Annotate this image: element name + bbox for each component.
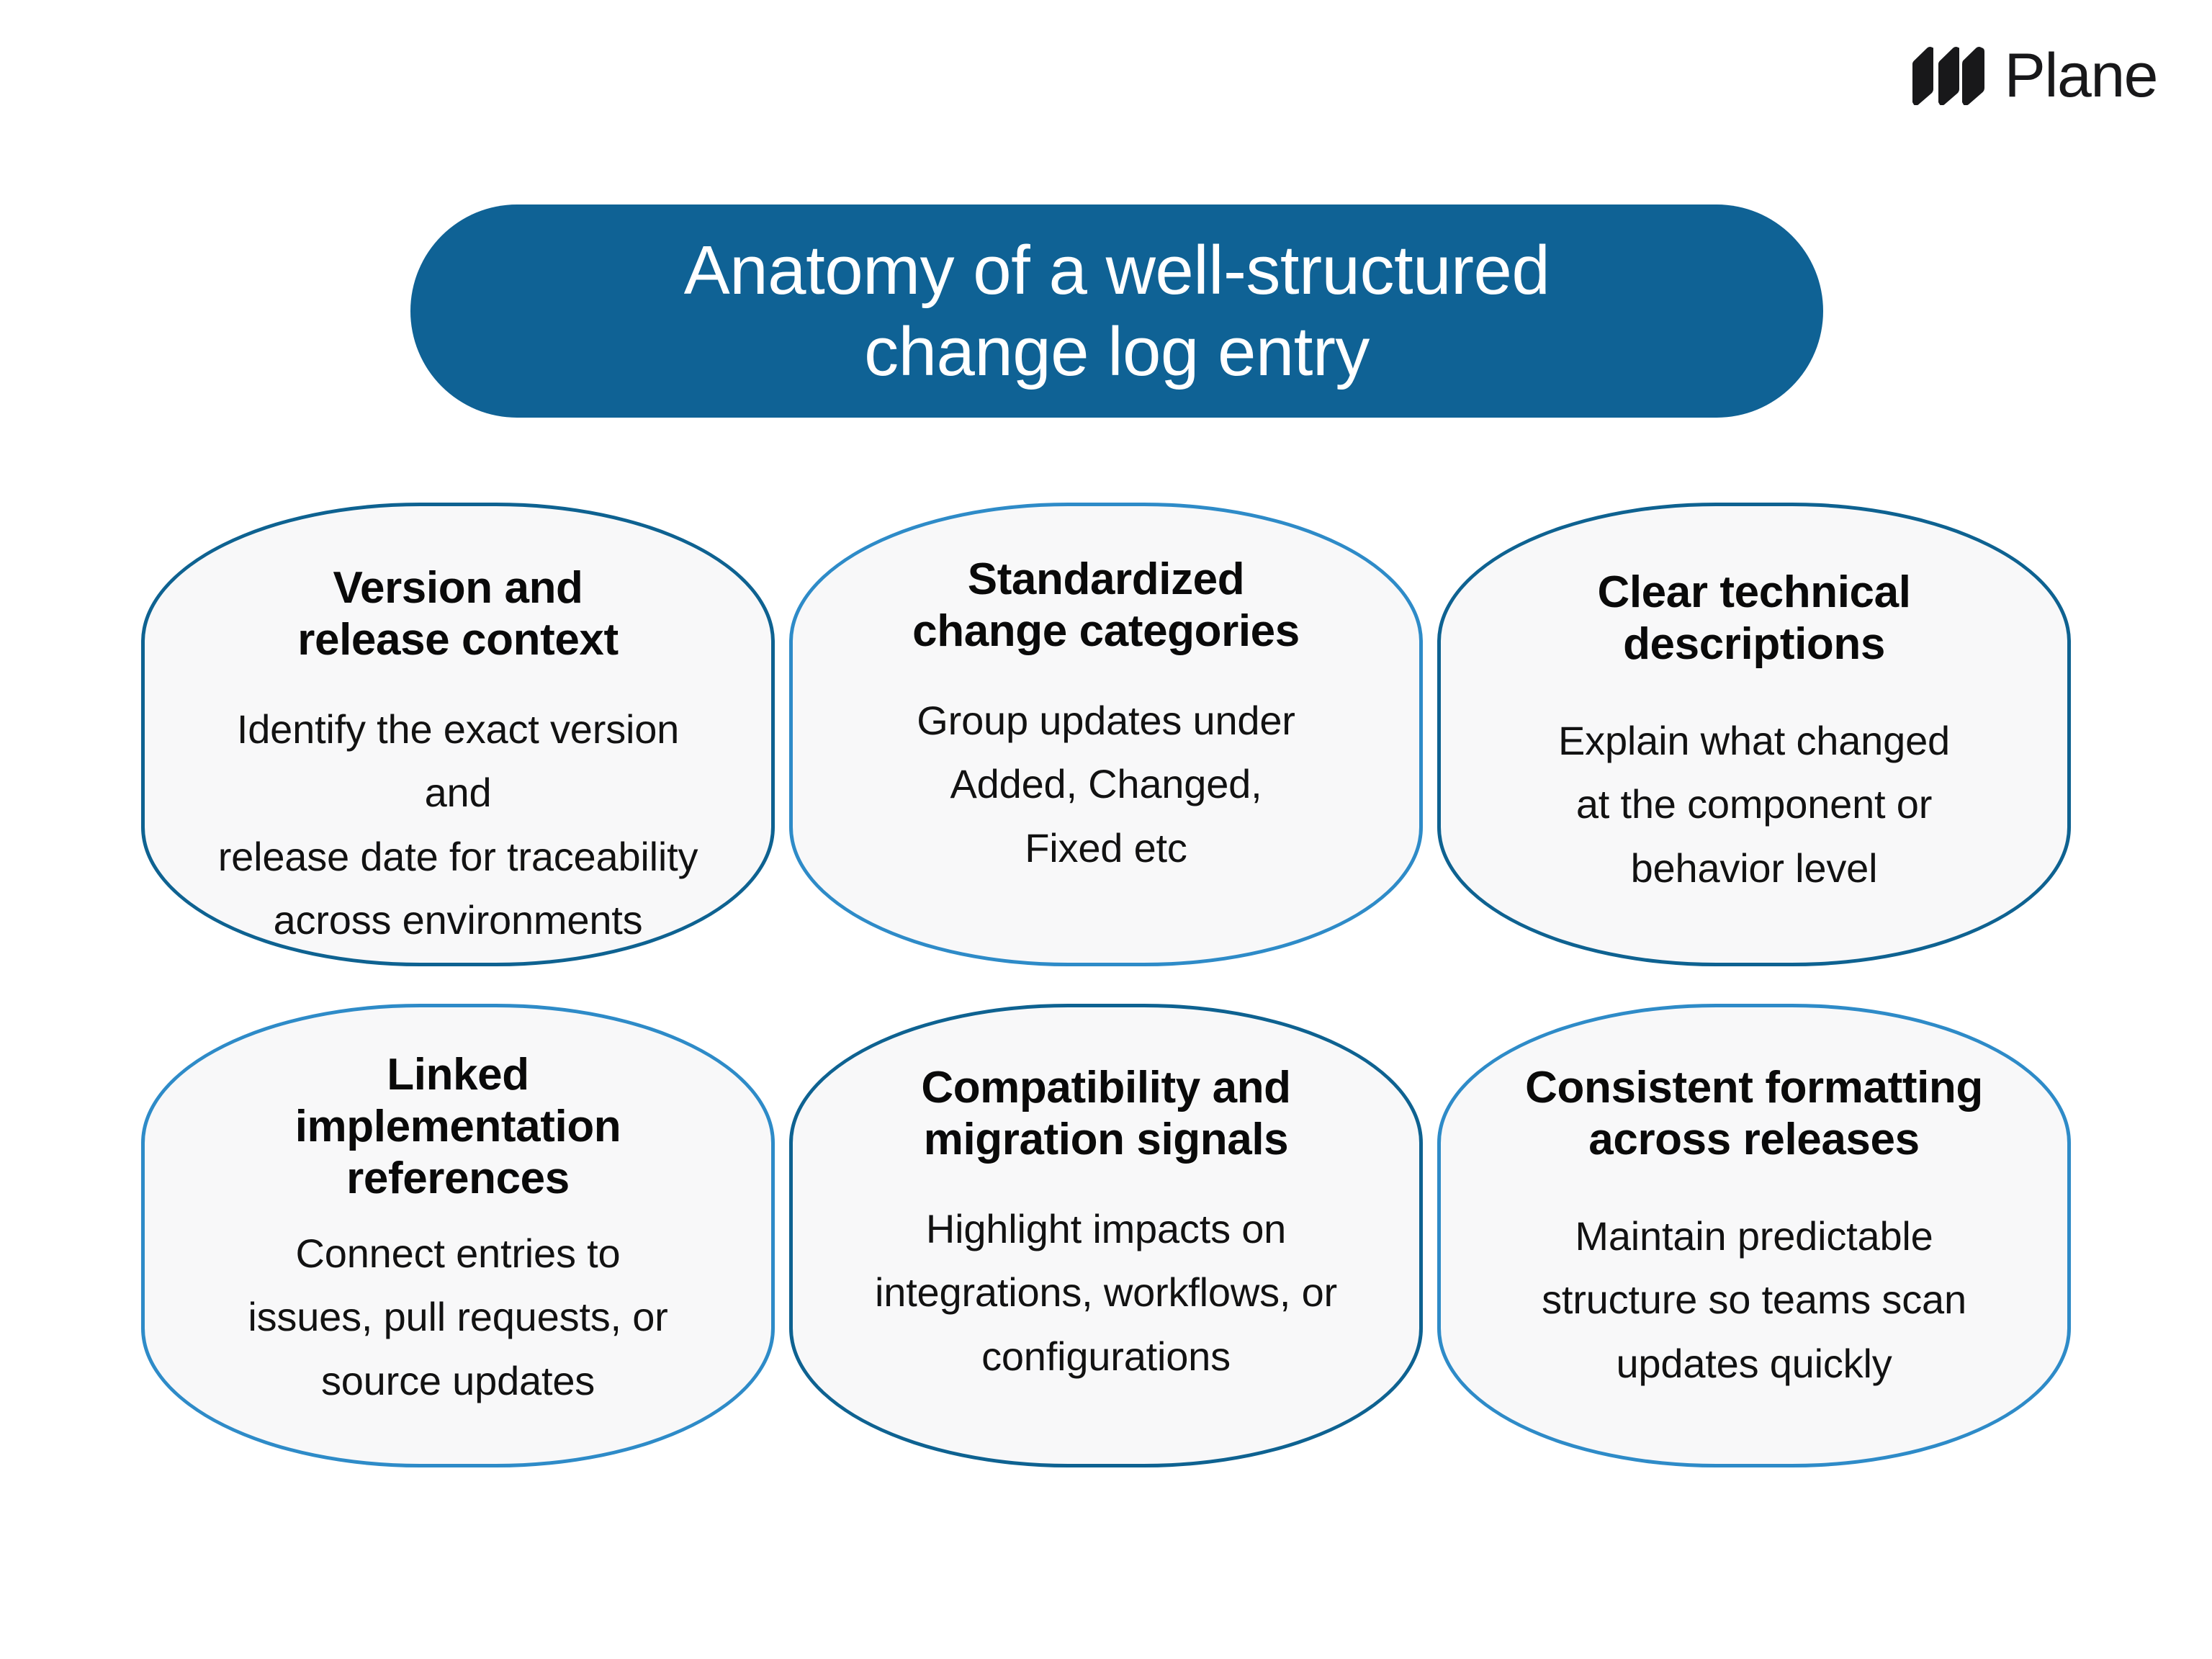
- card-title: Clear technical descriptions: [1597, 567, 1911, 669]
- card-body: Identify the exact version and release d…: [217, 706, 698, 943]
- card-body: Maintain predictable structure so teams …: [1542, 1213, 1966, 1386]
- anatomy-card-linked-implementation-references: Linked implementation references Connect…: [141, 1004, 775, 1467]
- card-body: Explain what changed at the component or…: [1558, 717, 1950, 891]
- brand-wordmark: Plane: [2004, 41, 2159, 110]
- card-body: Connect entries to issues, pull requests…: [248, 1230, 668, 1403]
- card-body: Group updates under Added, Changed, Fixe…: [917, 697, 1295, 871]
- anatomy-card-compatibility-and-migration-signals: Compatibility and migration signals High…: [789, 1004, 1423, 1467]
- plane-logo-icon: [1911, 46, 1986, 105]
- card-title: Version and release context: [297, 563, 619, 665]
- card-title: Consistent formatting across releases: [1525, 1063, 1983, 1164]
- card-title: Compatibility and migration signals: [921, 1063, 1291, 1164]
- anatomy-card-version-and-release-context: Version and release context Identify the…: [141, 503, 775, 966]
- anatomy-card-grid: Version and release context Identify the…: [141, 503, 2071, 1467]
- anatomy-card-clear-technical-descriptions: Clear technical descriptions Explain wha…: [1437, 503, 2071, 966]
- brand-logo: Plane: [1911, 41, 2159, 110]
- card-body: Highlight impacts on integrations, workf…: [875, 1205, 1337, 1379]
- anatomy-card-consistent-formatting-across-releases: Consistent formatting across releases Ma…: [1437, 1004, 2071, 1467]
- title-banner: Anatomy of a well-structured change log …: [410, 204, 1823, 418]
- page-title: Anatomy of a well-structured change log …: [683, 231, 1550, 390]
- anatomy-card-standardized-change-categories: Standardized change categories Group upd…: [789, 503, 1423, 966]
- card-title: Standardized change categories: [912, 554, 1300, 656]
- card-title: Linked implementation references: [295, 1050, 621, 1203]
